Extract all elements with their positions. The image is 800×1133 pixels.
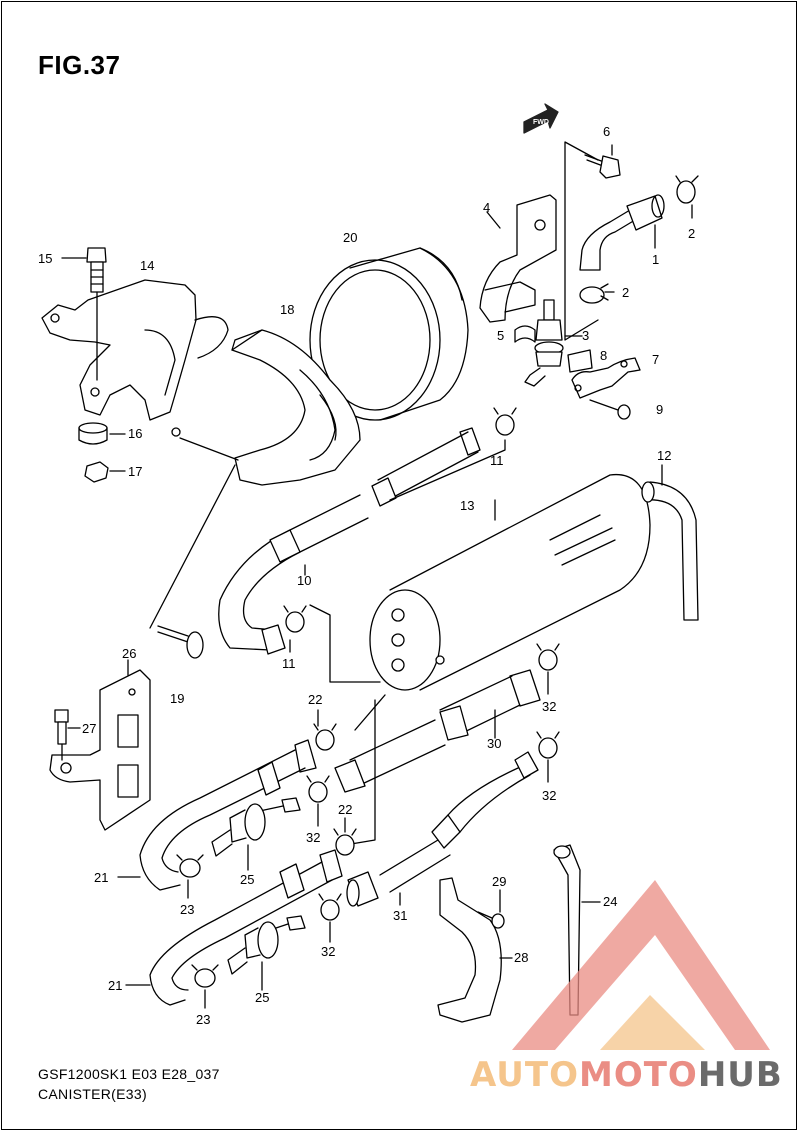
figure-title: FIG.37 [38, 50, 121, 80]
part-label-p30: 30 [487, 736, 501, 751]
part-label-p6: 6 [603, 124, 610, 139]
clamp-11-bottom-icon [283, 605, 307, 653]
cover-18-icon [231, 329, 361, 486]
clamp-32-d-icon [318, 893, 342, 943]
bracket-28-icon [437, 877, 513, 1023]
clamp-22-top-icon [313, 709, 337, 751]
part-label-p26: 26 [122, 646, 136, 661]
hose-21-lower-icon [125, 849, 343, 1006]
clamp-23-lower-icon [191, 964, 219, 1009]
hose-12-icon [641, 464, 699, 621]
part-label-p7: 7 [652, 352, 659, 367]
screw-9-icon [589, 399, 631, 420]
watermark-brand: AUTOMOTOHUB [470, 1055, 783, 1095]
canister-cap-20-icon [309, 247, 469, 421]
part-label-p18: 18 [280, 302, 294, 317]
part-label-p22b: 22 [338, 802, 352, 817]
fwd-arrow-icon: FWD [523, 103, 559, 134]
part-label-p32c: 32 [306, 830, 320, 845]
part-label-p19: 19 [170, 691, 184, 706]
part-label-p2a: 2 [688, 226, 695, 241]
part-label-p28: 28 [514, 950, 528, 965]
clamp-2-mid-icon [579, 283, 615, 304]
part-label-p16: 16 [128, 426, 142, 441]
clamp-32-c-icon [306, 775, 330, 827]
part-label-p12: 12 [657, 448, 671, 463]
grommet-16-icon [78, 422, 126, 445]
part-label-p4: 4 [483, 200, 490, 215]
clamp-11-top-icon [493, 407, 517, 436]
part-label-p32d: 32 [321, 944, 335, 959]
part-label-p9: 9 [656, 402, 663, 417]
part-labels: 1223456789101111121314151617181920212122… [38, 124, 695, 1027]
part-label-p32a: 32 [542, 699, 556, 714]
part-label-p5: 5 [497, 328, 504, 343]
part-label-p27: 27 [82, 721, 96, 736]
part-label-p29: 29 [492, 874, 506, 889]
bolt-6-icon [584, 144, 621, 179]
valve-3-icon [524, 299, 583, 387]
spacer-5-icon [514, 325, 536, 343]
clamp-32-b-icon [536, 731, 560, 783]
hose-30-icon [334, 669, 541, 793]
section-title: CANISTER(E33) [38, 1086, 147, 1102]
nut-17-icon [84, 461, 126, 483]
valve-25-upper-icon [211, 797, 301, 871]
part-label-p23a: 23 [180, 902, 194, 917]
part-label-p11a: 11 [490, 453, 504, 468]
part-label-p22a: 22 [308, 692, 322, 707]
hose-31-icon [346, 751, 539, 907]
clamp-7-icon [571, 357, 641, 399]
part-label-p8: 8 [600, 348, 607, 363]
part-label-p24: 24 [603, 894, 617, 909]
bracket-4-icon [479, 194, 557, 323]
watermark-part-moto: MOTO [578, 1055, 698, 1095]
watermark-part-auto: AUTO [470, 1055, 579, 1095]
part-label-p3: 3 [582, 328, 589, 343]
screw-29-icon [477, 889, 505, 929]
bracket-14-icon [41, 279, 229, 437]
part-label-p21a: 21 [94, 870, 108, 885]
part-label-p25a: 25 [240, 872, 254, 887]
part-label-p1: 1 [652, 252, 659, 267]
hose-elbow-1-icon [579, 194, 665, 271]
part-label-p32b: 32 [542, 788, 556, 803]
clamp-2-top-icon [675, 175, 699, 219]
part-label-p31: 31 [393, 908, 407, 923]
part-label-p17: 17 [128, 464, 142, 479]
part-label-p15: 15 [38, 251, 52, 266]
clamp-32-a-icon [536, 643, 560, 695]
part-label-p14: 14 [140, 258, 154, 273]
watermark-logo-icon [512, 880, 770, 1050]
bolt-15-icon [61, 247, 107, 381]
hose-21-upper-icon [117, 739, 317, 891]
part-label-p13: 13 [460, 498, 474, 513]
watermark-part-hub: HUB [697, 1055, 783, 1095]
part-label-p23b: 23 [196, 1012, 210, 1027]
part-label-p10: 10 [297, 573, 311, 588]
model-code: GSF1200SK1 E03 E28_037 [38, 1066, 220, 1082]
clamp-22-bottom-icon [333, 817, 357, 856]
part-label-p25b: 25 [255, 990, 269, 1005]
bolt-27-icon [54, 709, 81, 761]
part-label-p11b: 11 [282, 656, 296, 671]
clamp-23-upper-icon [176, 854, 204, 899]
part-label-p21b: 21 [108, 978, 122, 993]
bracket-26-icon [49, 659, 151, 831]
fwd-badge-text: FWD [533, 119, 549, 126]
part-label-p2b: 2 [622, 285, 629, 300]
screw-19-icon [157, 625, 204, 659]
part-label-p20: 20 [343, 230, 357, 245]
canister-13-icon [369, 473, 651, 691]
cushion-8-icon [567, 349, 593, 373]
valve-25-lower-icon [227, 915, 306, 991]
